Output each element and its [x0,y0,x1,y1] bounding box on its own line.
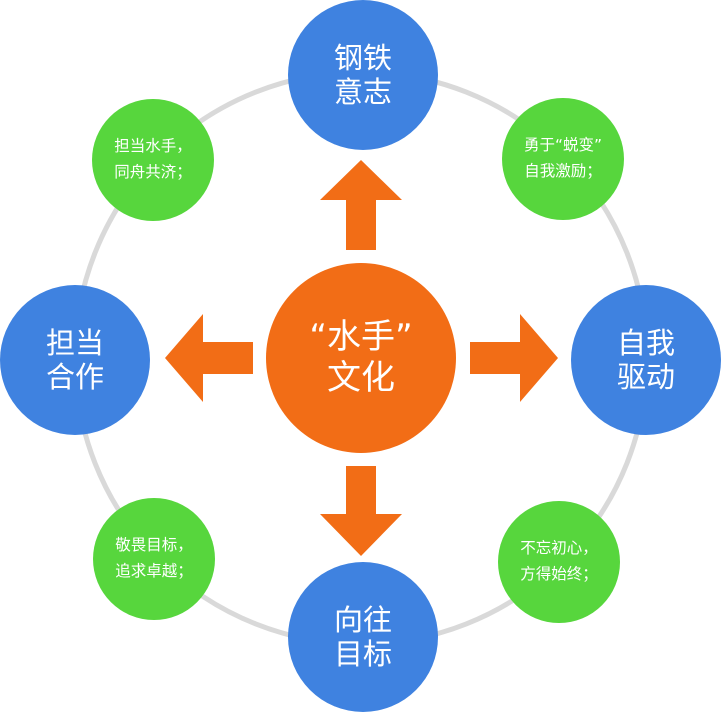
node-iron-will-label: 钢铁 意志 [333,40,392,109]
node-remember-original: 不忘初心， 方得始终； [498,501,620,623]
center-sailor-culture-label: “水手” 文化 [309,317,413,398]
node-same-boat: 担当水手， 同舟共济； [92,99,214,221]
arrow-up [320,160,402,250]
node-aspire-goal-label: 向往 目标 [333,602,392,671]
node-self-drive: 自我 驱动 [571,285,721,435]
node-responsibility-cooperation: 担当 合作 [0,285,150,435]
arrow-down [320,466,402,556]
node-courage-transform-label: 勇于“蜕变” 自我激励； [523,136,603,180]
node-self-drive-label: 自我 驱动 [616,325,675,394]
node-iron-will: 钢铁 意志 [288,0,438,150]
node-respect-goal-label: 敬畏目标， 追求卓越； [115,536,193,580]
node-courage-transform: 勇于“蜕变” 自我激励； [502,98,624,220]
node-same-boat-label: 担当水手， 同舟共济； [114,137,192,181]
center-sailor-culture: “水手” 文化 [266,263,456,453]
node-respect-goal: 敬畏目标， 追求卓越； [93,498,215,620]
arrow-left [165,314,253,402]
node-aspire-goal: 向往 目标 [288,562,438,712]
node-remember-original-label: 不忘初心， 方得始终； [520,539,598,583]
node-responsibility-cooperation-label: 担当 合作 [45,325,104,394]
arrow-right [470,314,558,402]
